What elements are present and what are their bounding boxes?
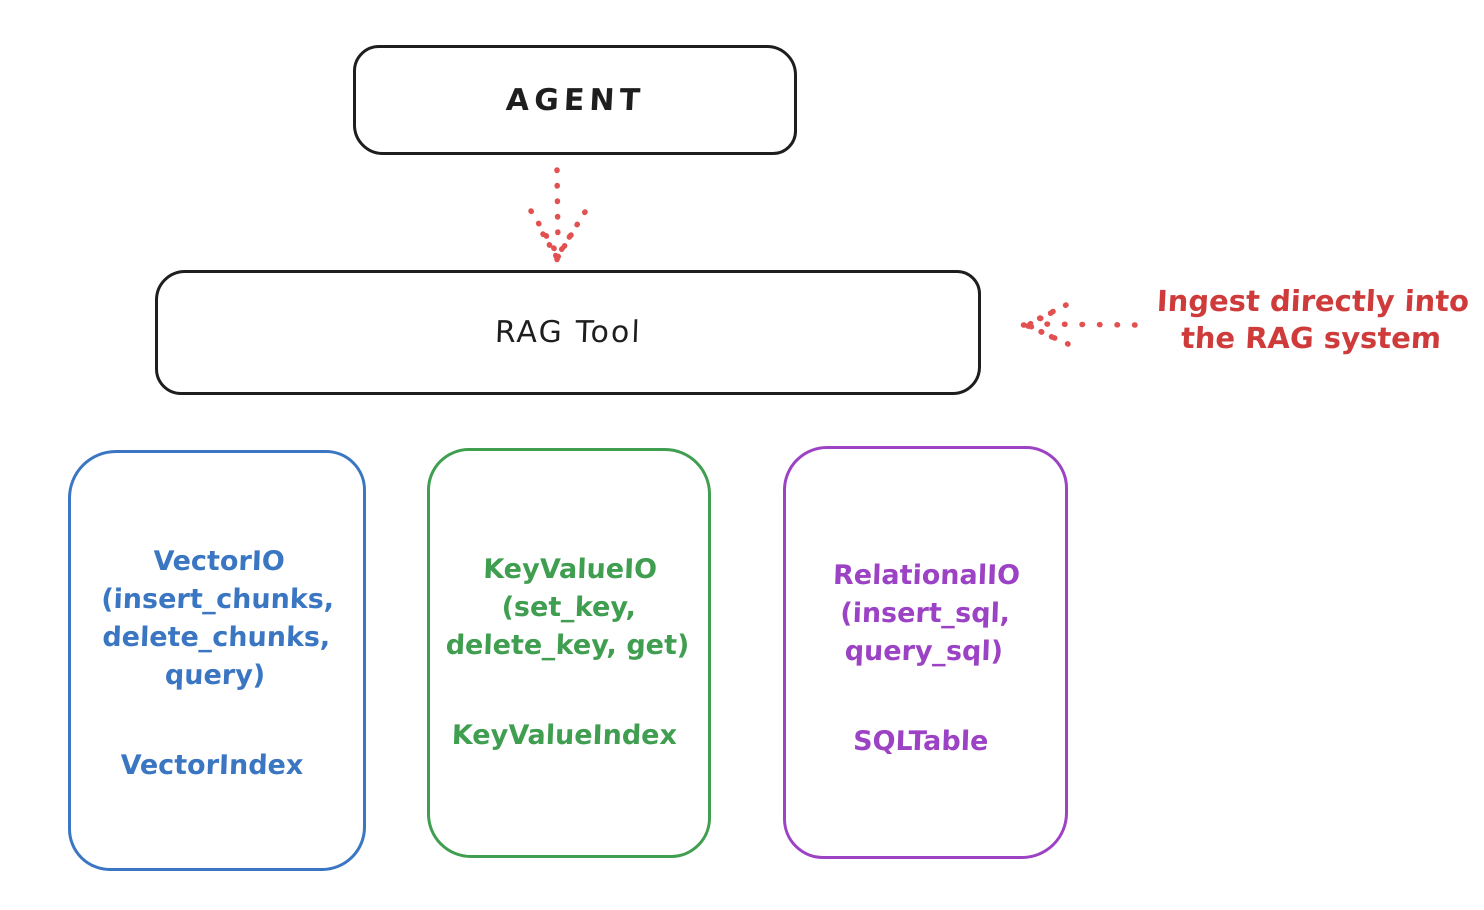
vector-io-box: VectorIO (insert_chunks, delete_chunks, … bbox=[68, 450, 366, 871]
rag-tool-box: RAG Tool bbox=[155, 270, 981, 395]
vector-io-methods-3: query) bbox=[164, 660, 266, 691]
keyvalue-index-label: KeyValueIndex bbox=[451, 720, 678, 751]
agent-box: AGENT bbox=[353, 45, 797, 155]
agent-to-rag-arrow bbox=[528, 167, 588, 263]
ingest-annotation-line1: Ingest directly into bbox=[1156, 284, 1470, 318]
keyvalue-io-box: KeyValueIO (set_key, delete_key, get) Ke… bbox=[427, 448, 711, 858]
relational-io-text: RelationalIO (insert_sql, query_sql) SQL… bbox=[781, 449, 1071, 761]
vector-io-text: VectorIO (insert_chunks, delete_chunks, … bbox=[65, 453, 369, 785]
relational-io-methods-2: query_sql) bbox=[844, 636, 1004, 667]
vector-io-methods-1: (insert_chunks, bbox=[100, 584, 335, 615]
relational-io-box: RelationalIO (insert_sql, query_sql) SQL… bbox=[783, 446, 1068, 859]
relational-io-methods-1: (insert_sql, bbox=[839, 598, 1011, 629]
vector-io-methods-2: delete_chunks, bbox=[101, 622, 331, 653]
keyvalue-io-text: KeyValueIO (set_key, delete_key, get) Ke… bbox=[425, 451, 714, 755]
vector-io-title: VectorIO bbox=[152, 546, 286, 577]
keyvalue-io-methods-2: delete_key, get) bbox=[445, 630, 690, 661]
vector-index-label: VectorIndex bbox=[119, 750, 304, 781]
agent-label: AGENT bbox=[504, 82, 646, 118]
keyvalue-io-title: KeyValueIO bbox=[482, 554, 658, 585]
ingest-annotation: Ingest directly into the RAG system bbox=[1138, 283, 1484, 357]
ingest-annotation-line2: the RAG system bbox=[1180, 321, 1443, 355]
annotation-to-rag-arrow bbox=[1020, 302, 1138, 347]
rag-tool-label: RAG Tool bbox=[494, 315, 642, 350]
relational-io-title: RelationalIO bbox=[832, 560, 1021, 591]
keyvalue-io-methods-1: (set_key, bbox=[501, 592, 637, 623]
sql-table-label: SQLTable bbox=[852, 726, 989, 757]
